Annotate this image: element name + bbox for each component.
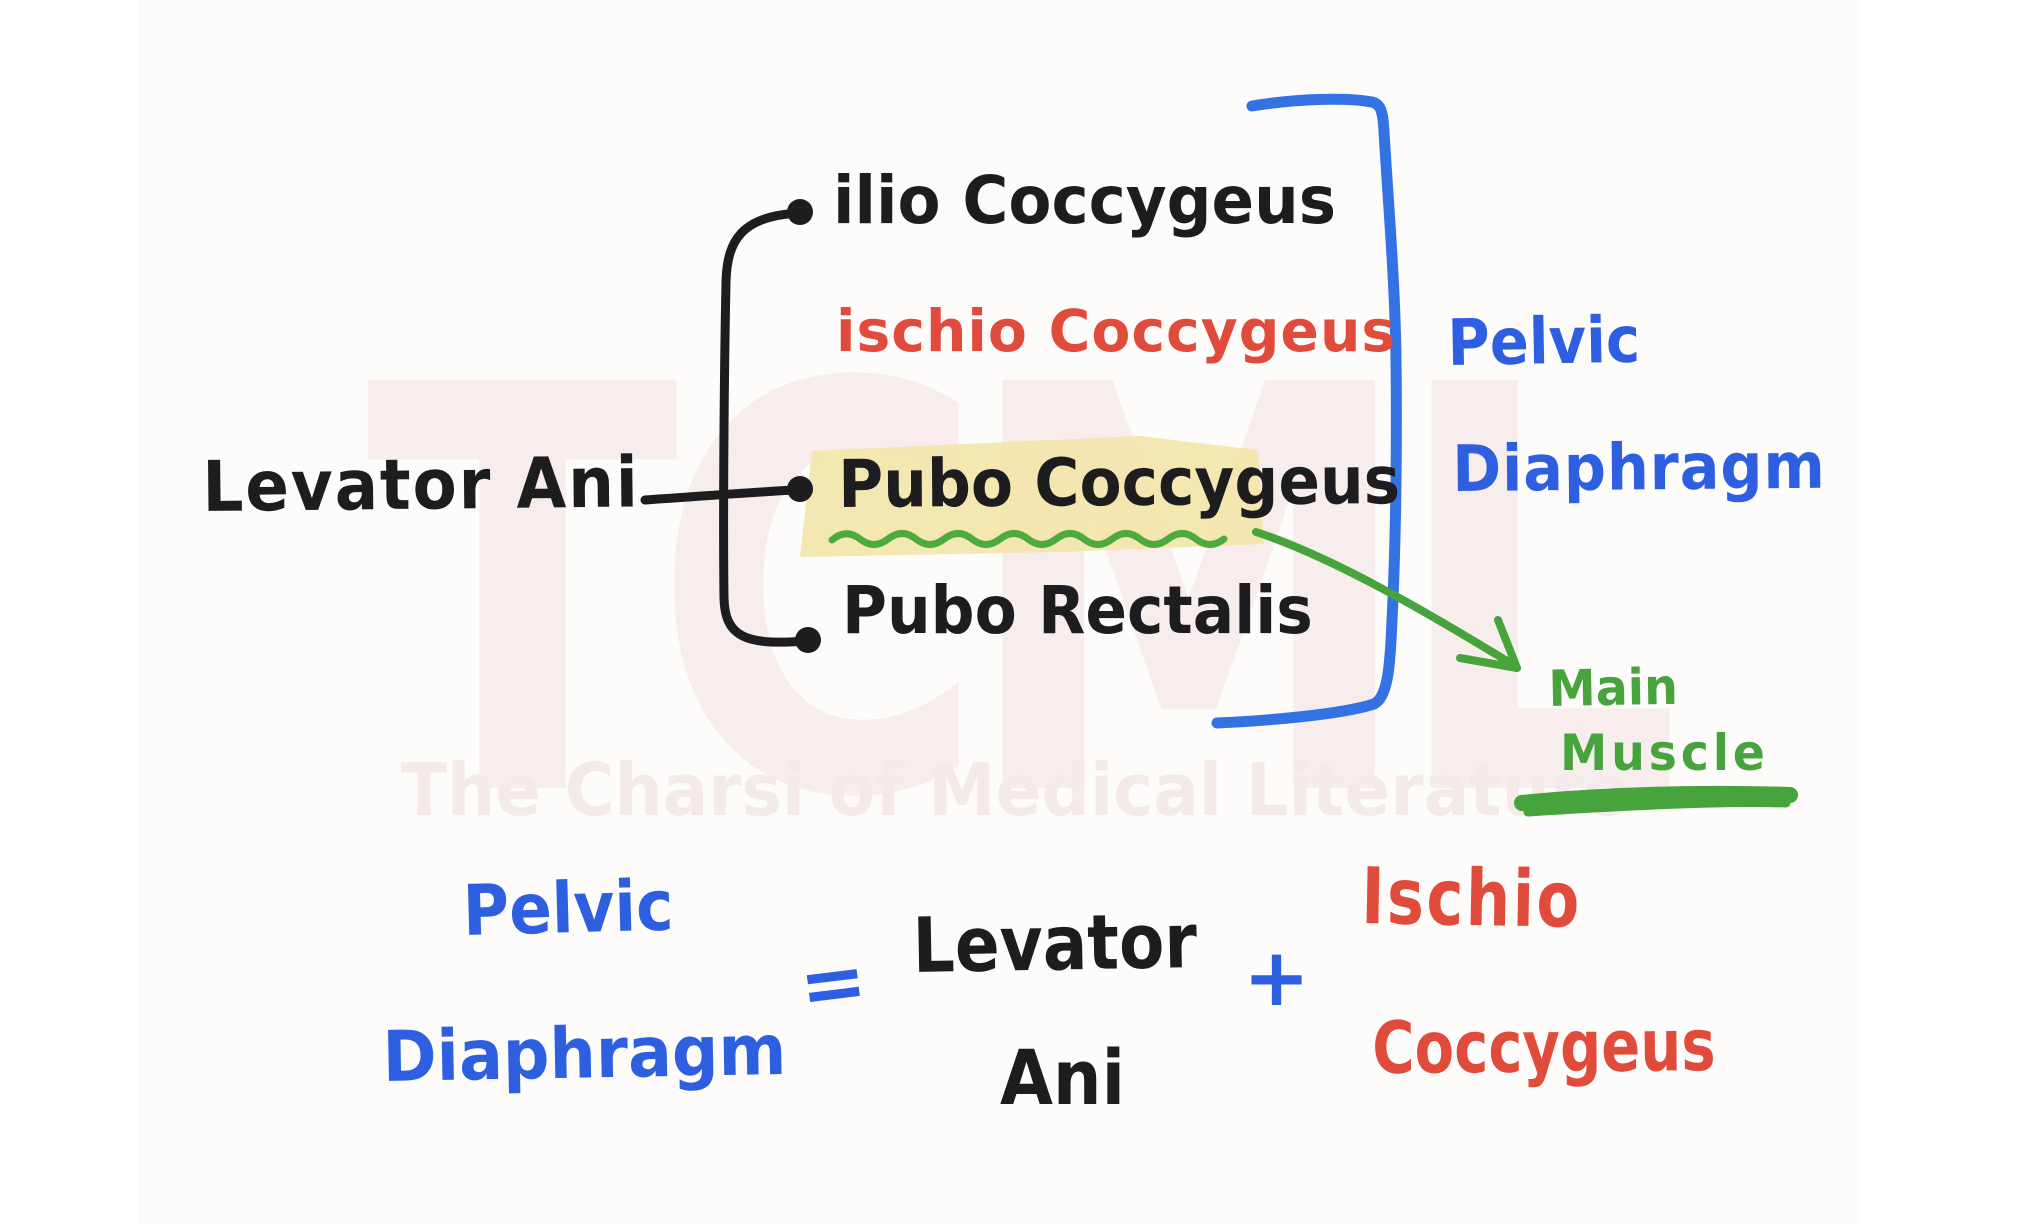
main-muscle-arrow (1252, 528, 1521, 672)
equation-lhs-line2: Diaphragm (381, 1008, 787, 1098)
equation-equals-sign: = (794, 932, 873, 1034)
highlight-marker (800, 436, 1264, 557)
equation-term2-line2: Coccygeus (1371, 1003, 1716, 1090)
branch-label-pubo-rectalis: Pubo Rectalis (842, 572, 1313, 649)
pelvic-diaphragm-bracket (1211, 93, 1402, 729)
main-muscle-underline (1514, 785, 1798, 817)
canvas-background (138, 0, 1860, 1224)
main-muscle-label-line2: Muscle (1560, 724, 1769, 782)
watermark-logo: TCML (365, 269, 1682, 921)
branch-label-ischio-coccygeus: ischio Coccygeus (836, 297, 1397, 365)
watermark-tagline: The Charsi of Medical Literature (400, 748, 1630, 832)
root-label: Levator Ani (201, 441, 641, 528)
equation-term1-line2: Ani (1000, 1033, 1126, 1122)
branch-label-ilio-coccygeus: ilio Coccygeus (833, 162, 1337, 239)
tree-branch-dots (787, 199, 821, 653)
equation-term2-line1: Ischio (1360, 852, 1583, 946)
bracket-label-line2: Diaphragm (1451, 429, 1826, 507)
equation-lhs-line1: Pelvic (461, 864, 675, 952)
equation-plus-sign: + (1243, 931, 1311, 1024)
equation-term1-line1: Levator (911, 896, 1198, 990)
wavy-underline (828, 530, 1228, 548)
tree-bracket (640, 208, 811, 647)
main-muscle-label-line1: Main (1547, 657, 1679, 718)
branch-label-pubo-coccygeus: Pubo Coccygeus (837, 442, 1401, 523)
bracket-label-line1: Pelvic (1446, 303, 1641, 381)
